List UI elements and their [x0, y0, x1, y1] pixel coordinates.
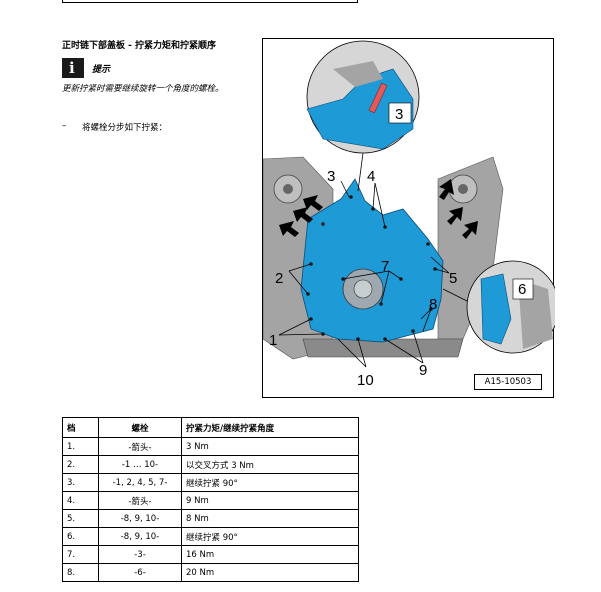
cell-bolt: -8, 9, 10- — [98, 509, 182, 528]
cell-torque: 9 Nm — [181, 491, 359, 510]
figure-code: A15-10503 — [474, 374, 542, 390]
cell-torque: 16 Nm — [181, 545, 359, 564]
note-label: 提示 — [92, 65, 111, 75]
cell-stage: 6. — [62, 527, 99, 546]
cell-torque: 继续拧紧 90° — [181, 473, 359, 492]
cell-torque: 3 Nm — [181, 437, 359, 456]
note-icon-box: i — [62, 58, 84, 78]
callout-8: 8 — [429, 296, 437, 313]
cell-torque: 以交叉方式 3 Nm — [181, 455, 359, 474]
cell-bolt: -箭头- — [98, 437, 182, 456]
cell-bolt: -1, 2, 4, 5, 7- — [98, 473, 182, 492]
note-text: 更新拧紧时需要继续旋转一个角度的螺栓。 — [62, 84, 224, 94]
callout-9: 9 — [419, 362, 427, 379]
callout-7: 7 — [381, 258, 389, 275]
cell-torque: 20 Nm — [181, 563, 359, 582]
table-header-row: 档 螺栓 拧紧力矩/继续拧紧角度 — [62, 417, 359, 438]
table-row: 6. -8, 9, 10- 继续拧紧 90° — [62, 527, 359, 546]
table-row: 1. -箭头- 3 Nm — [62, 437, 359, 456]
cell-torque: 8 Nm — [181, 509, 359, 528]
crank-pulley — [342, 268, 384, 310]
page-title: 正时链下部盖板 - 拧紧力矩和拧紧顺序 — [62, 41, 217, 51]
callout-3-detail: 3 — [395, 106, 403, 123]
header-torque: 拧紧力矩/继续拧紧角度 — [181, 417, 359, 438]
callout-box-6 — [512, 278, 534, 300]
table-row: 3. -1, 2, 4, 5, 7- 继续拧紧 90° — [62, 473, 359, 492]
top-table-edge — [62, 0, 358, 3]
table-row: 7. -3- 16 Nm — [62, 545, 359, 564]
header-stage: 档 — [62, 417, 99, 438]
cell-stage: 5. — [62, 509, 99, 528]
cell-bolt: -3- — [98, 545, 182, 564]
callout-6: 6 — [518, 281, 526, 298]
cell-bolt: -8, 9, 10- — [98, 527, 182, 546]
list-dash: – — [62, 121, 67, 131]
table-row: 8. -6- 20 Nm — [62, 563, 359, 582]
cell-stage: 4. — [62, 491, 99, 510]
table-row: 2. -1 … 10- 以交叉方式 3 Nm — [62, 455, 359, 474]
cell-stage: 3. — [62, 473, 99, 492]
callout-1: 1 — [269, 332, 277, 349]
diagram-illustration: 3 3 4 2 5 6 7 8 1 9 10 — [263, 40, 555, 389]
cell-bolt: -6- — [98, 563, 182, 582]
cell-stage: 2. — [62, 455, 99, 474]
cell-stage: 1. — [62, 437, 99, 456]
instruction-text: 将螺栓分步如下拧紧： — [82, 123, 168, 133]
cell-stage: 8. — [62, 563, 99, 582]
torque-table: 档 螺栓 拧紧力矩/继续拧紧角度 1. -箭头- 3 Nm 2. -1 … 10… — [62, 417, 359, 582]
table-row: 5. -8, 9, 10- 8 Nm — [62, 509, 359, 528]
callout-5: 5 — [449, 270, 457, 287]
cell-torque: 继续拧紧 90° — [181, 527, 359, 546]
info-icon: i — [69, 59, 75, 77]
callout-box-3-detail — [388, 102, 412, 124]
leader-lines — [278, 180, 450, 368]
callout-10: 10 — [357, 372, 374, 389]
cell-stage: 7. — [62, 545, 99, 564]
header-bolt: 螺栓 — [98, 417, 182, 438]
callout-3: 3 — [327, 168, 335, 185]
cell-bolt: -1 … 10- — [98, 455, 182, 474]
cell-bolt: -箭头- — [98, 491, 182, 510]
torque-diagram: 3 3 4 2 5 6 7 8 1 9 10 A15-10503 — [262, 38, 555, 398]
detail-inset-bolt-3 — [306, 40, 420, 192]
table-row: 4. -箭头- 9 Nm — [62, 491, 359, 510]
callout-2: 2 — [275, 270, 283, 287]
callout-4: 4 — [367, 168, 375, 185]
arrow-markers — [279, 179, 478, 239]
